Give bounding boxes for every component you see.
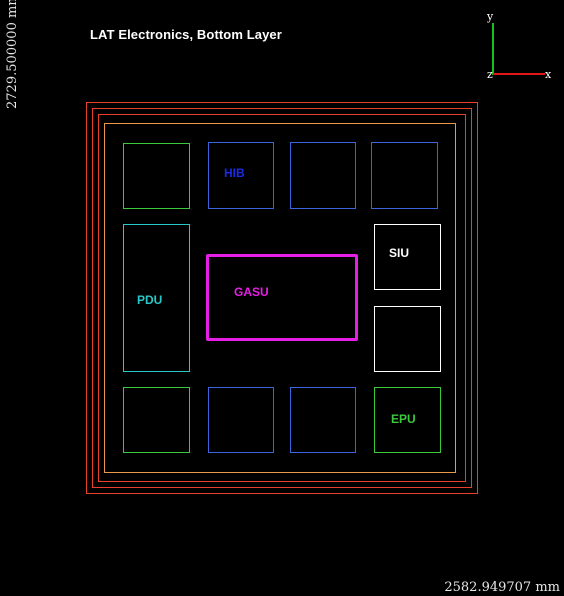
board-top-3 xyxy=(290,142,356,209)
enclosure-wall-2 xyxy=(92,108,472,488)
epu-label: EPU xyxy=(391,412,416,426)
board-bottom-3 xyxy=(290,387,356,453)
y-axis-label: y xyxy=(487,10,494,23)
pdu-label: PDU xyxy=(137,293,163,307)
y-extent-label: 2729.500000 mm xyxy=(5,0,20,109)
enclosure-outer xyxy=(86,102,478,494)
z-axis-label: z xyxy=(487,68,493,81)
board-siu xyxy=(374,224,441,290)
board-hib xyxy=(208,142,274,209)
hib-label: HIB xyxy=(224,166,245,180)
board-mid-right xyxy=(374,306,441,372)
board-top-left xyxy=(123,143,190,209)
siu-label: SIU xyxy=(389,246,410,260)
y-axis-arrow xyxy=(492,23,494,75)
axis-triad: y z x xyxy=(480,8,564,84)
x-axis-arrow xyxy=(493,73,545,75)
board-bottom-2 xyxy=(208,387,274,453)
board-top-4 xyxy=(371,142,438,209)
x-extent-label: 2582.949707 mm xyxy=(444,580,560,595)
enclosure-inner xyxy=(104,123,456,473)
board-gasu xyxy=(206,254,358,341)
x-axis-label: x xyxy=(545,68,552,81)
board-pdu xyxy=(123,224,190,372)
board-bottom-left xyxy=(123,387,190,453)
enclosure-wall-3 xyxy=(98,114,466,482)
view-title: LAT Electronics, Bottom Layer xyxy=(90,27,282,42)
gasu-label: GASU xyxy=(234,285,269,299)
board-epu xyxy=(374,387,441,453)
